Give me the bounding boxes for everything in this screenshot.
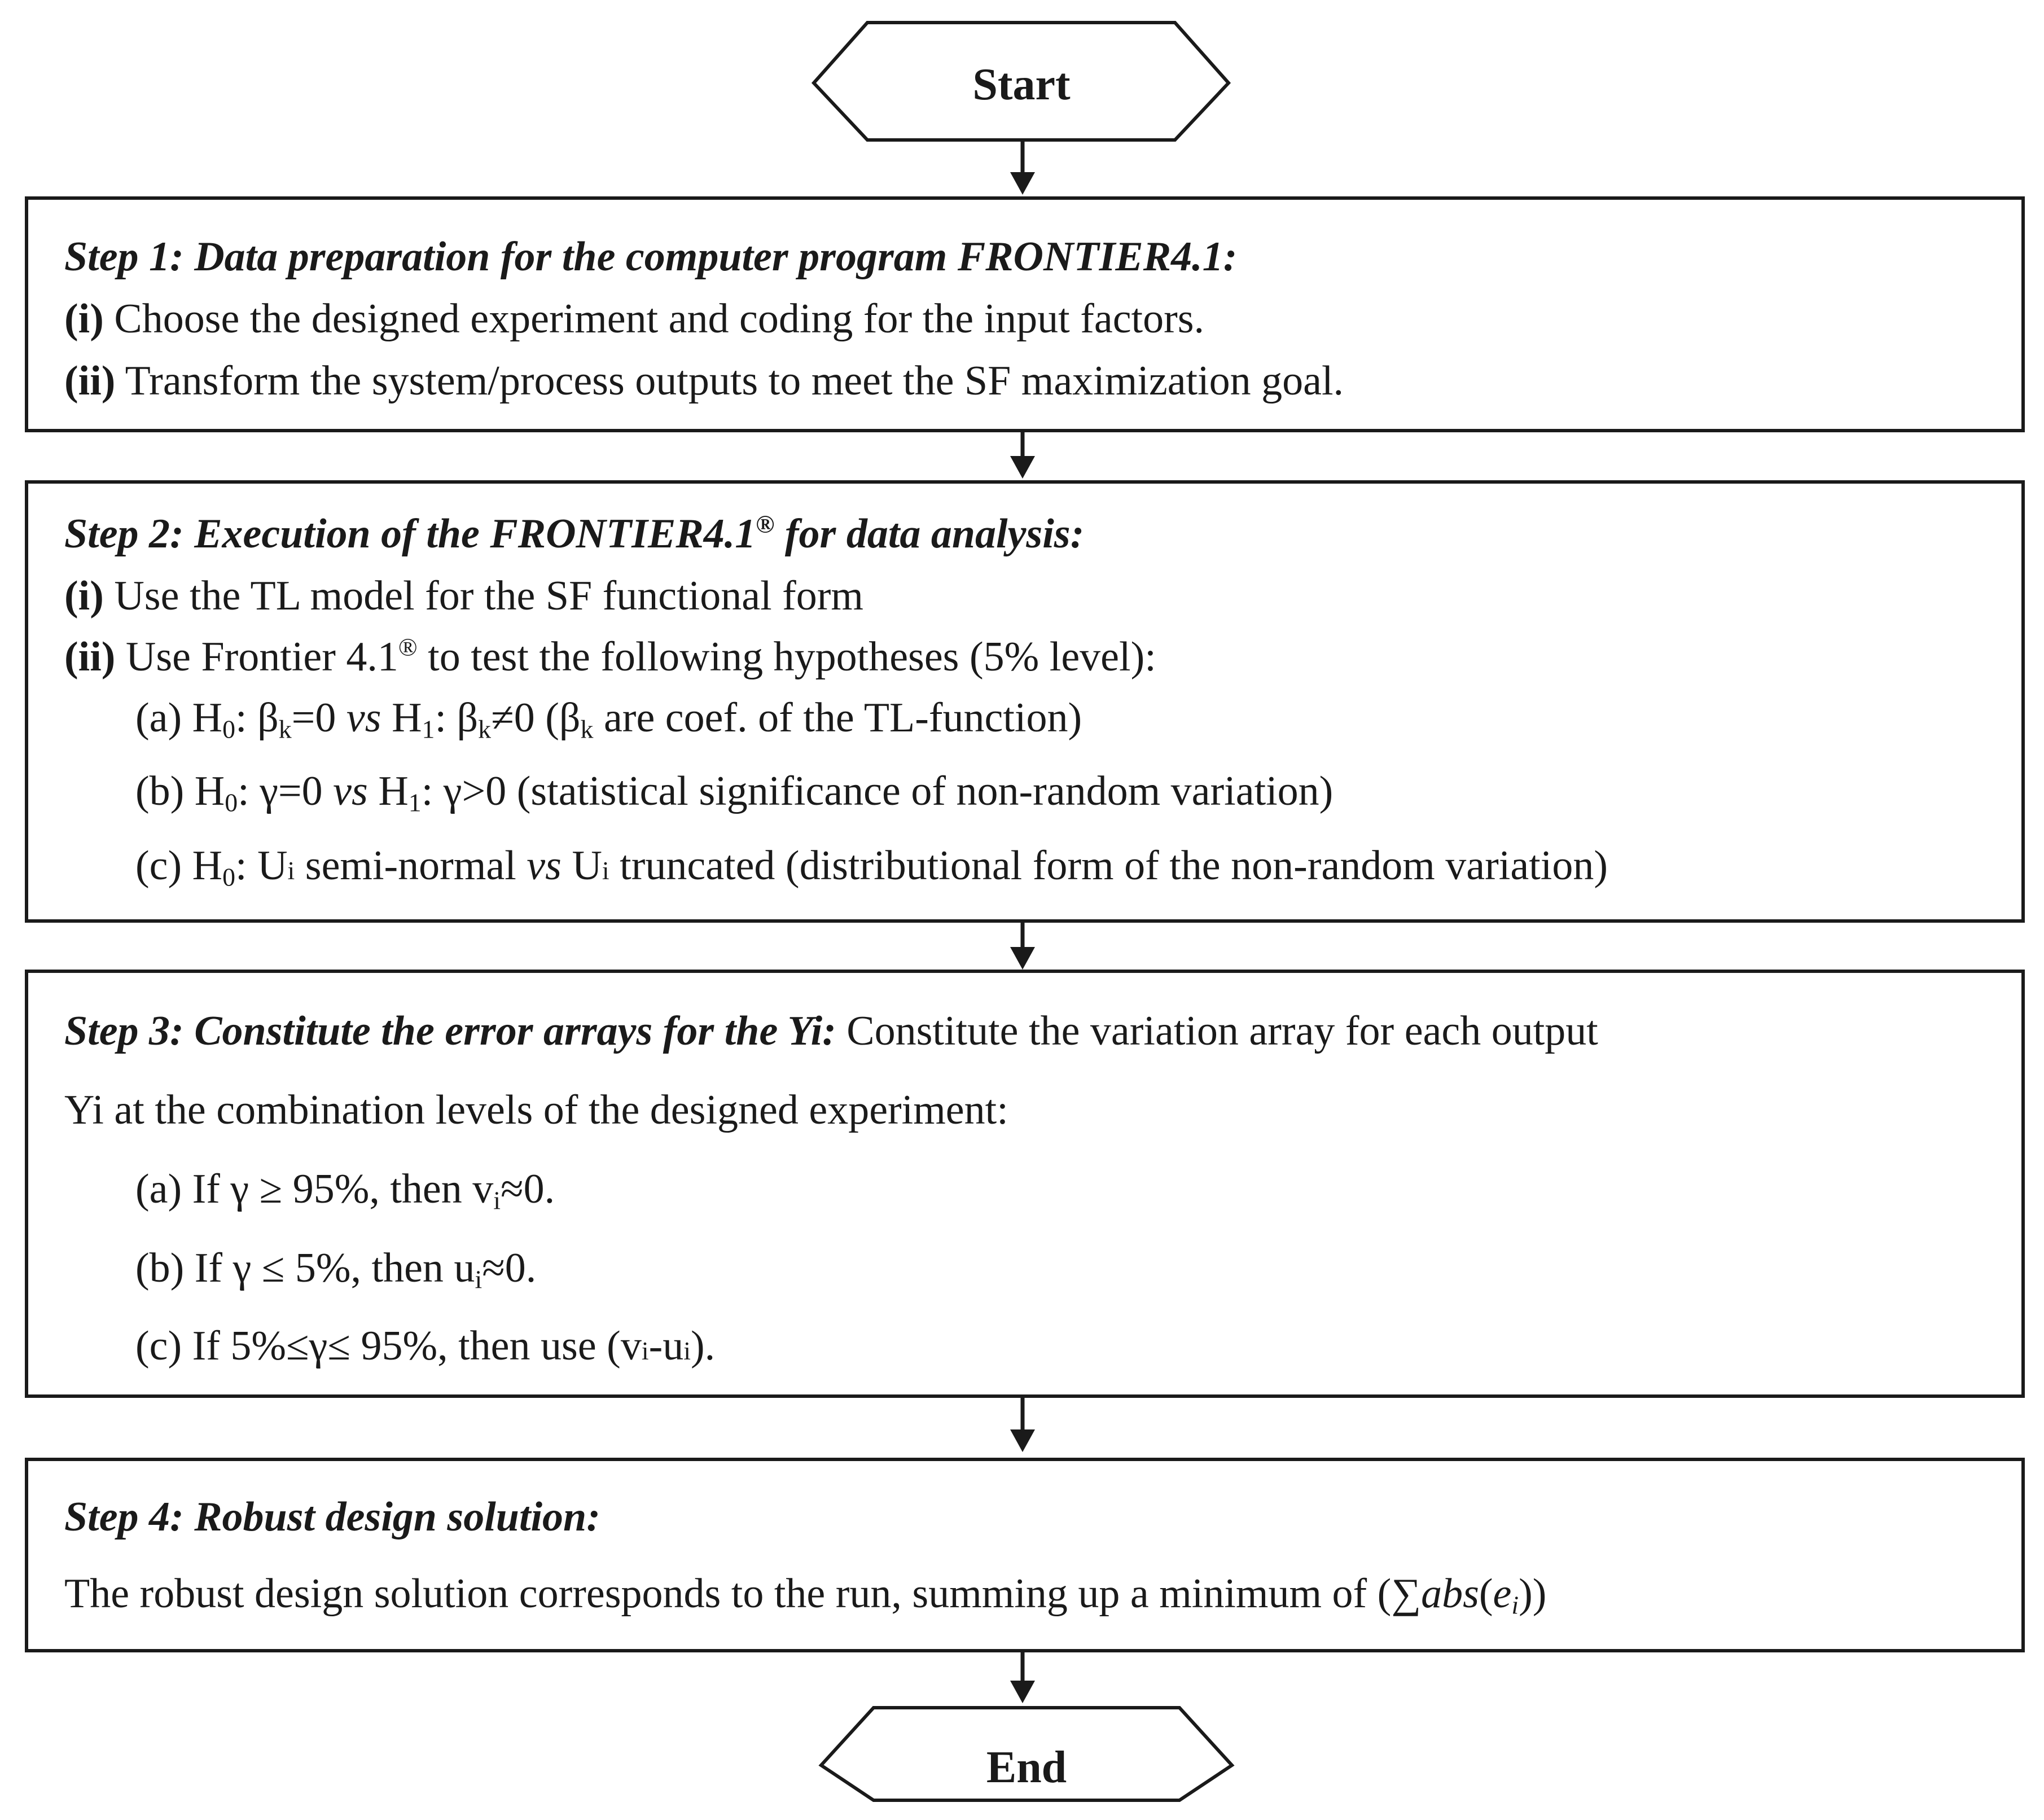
- step2-hypothesis-c: (c) H0: Ui semi-normal vs Ui truncated (…: [135, 843, 1608, 892]
- step1-item-i-text: Choose the designed experiment and codin…: [114, 296, 1205, 342]
- step3-box: Step 3: Constitute the error arrays for …: [25, 970, 2025, 1398]
- step1-item-i: (i) Choose the designed experiment and c…: [64, 298, 1204, 340]
- step2-heading: Step 2: Execution of the FRONTIER4.1® fo…: [64, 510, 1085, 557]
- step3-condition-c: (c) If 5%≤γ≤ 95%, then use (vi-ui).: [135, 1323, 716, 1369]
- step3-line2: Yi at the combination levels of the desi…: [64, 1087, 1008, 1133]
- arrow-step2-to-step3: [1010, 921, 1035, 970]
- step4-text: The robust design solution corresponds t…: [64, 1571, 1547, 1620]
- arrow-step1-to-step2: [1010, 431, 1035, 479]
- step4-box: Step 4: Robust design solution: The robu…: [25, 1458, 2025, 1652]
- step1-item-ii-text: Transform the system/process outputs to …: [125, 358, 1344, 404]
- step3-condition-a: (a) If γ ≥ 95%, then vi≈0.: [135, 1166, 555, 1215]
- step1-item-ii-marker: (ii): [64, 358, 116, 404]
- step2-item-ii-marker: (ii): [64, 634, 116, 680]
- step2-item-i-text: Use the TL model for the SF functional f…: [114, 573, 863, 619]
- step1-item-ii: (ii) Transform the system/process output…: [64, 360, 1344, 402]
- step3-heading: Step 3: Constitute the error arrays for …: [64, 1008, 1598, 1054]
- end-label: End: [986, 1743, 1067, 1792]
- step4-formula: (∑abs(ei)): [1377, 1571, 1547, 1620]
- step1-heading: Step 1: Data preparation for the compute…: [64, 234, 1238, 280]
- step2-hypothesis-b: (b) H0: γ=0 vs H1: γ>0 (statistical sign…: [135, 768, 1334, 817]
- step2-item-ii: (ii) Use Frontier 4.1® to test the follo…: [64, 633, 1156, 680]
- step2-box: Step 2: Execution of the FRONTIER4.1® fo…: [25, 480, 2025, 923]
- step2-hypothesis-a: (a) H0: βk=0 vs H1: βk≠0 (βk are coef. o…: [135, 695, 1082, 744]
- step2-item-i: (i) Use the TL model for the SF function…: [64, 575, 863, 617]
- step4-heading: Step 4: Robust design solution:: [64, 1494, 600, 1540]
- arrow-step3-to-step4: [1010, 1396, 1035, 1452]
- step2-item-i-marker: (i): [64, 573, 104, 619]
- step1-box: Step 1: Data preparation for the compute…: [25, 196, 2025, 432]
- start-terminal-shape: [811, 21, 1231, 142]
- arrow-step4-to-end: [1010, 1651, 1035, 1703]
- arrow-start-to-step1: [1010, 142, 1035, 195]
- step3-condition-b: (b) If γ ≤ 5%, then ui≈0.: [135, 1245, 537, 1294]
- end-terminal-shape: [818, 1706, 1235, 1802]
- start-label: Start: [972, 60, 1071, 109]
- step1-item-i-marker: (i): [64, 296, 104, 342]
